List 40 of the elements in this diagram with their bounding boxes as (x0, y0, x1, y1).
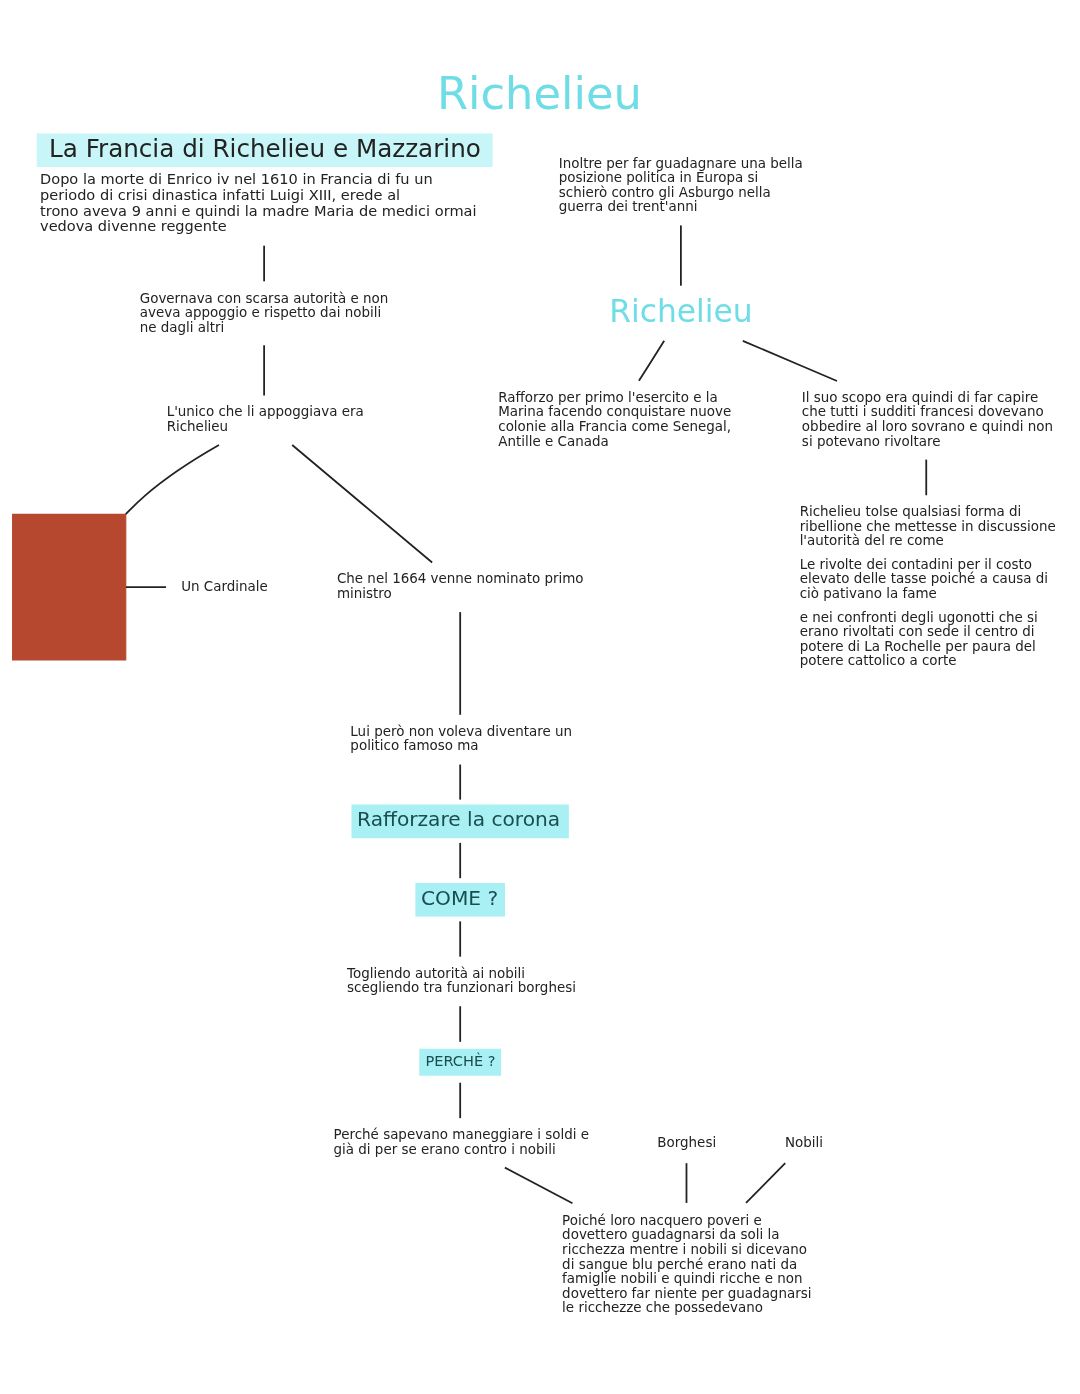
connector (291, 444, 434, 564)
connector (741, 339, 838, 382)
connector (925, 458, 928, 497)
connector (638, 339, 666, 382)
node-text: Un Cardinale (181, 579, 268, 595)
connector (680, 224, 682, 287)
connector (504, 1166, 574, 1205)
node-text: Richelieu (609, 292, 753, 329)
node-text: Poiché loro nacquero poveri e dovettero guadagnarsi da soli la ricchezza mentre i nobili si dicevano di sangue blu perché erano nati da famiglie nobili e quindi ricche e non dovettero far niente per guadagnarsi le ricchezze che possedevano (562, 1212, 812, 1316)
node-text: Rafforzo per primo l'esercito e la Marina facendo conquistare nuove colonie alla Francia come Senegal, Antille e Canada (498, 389, 732, 449)
node-text: Perché sapevano maneggiare i soldi e già di per se erano contro i nobili (333, 1127, 590, 1157)
node-box: La Francia di Richelieu e Mazzarino (36, 133, 493, 168)
connector (459, 611, 462, 716)
connector (263, 344, 265, 397)
diagram-title: Richelieu (436, 66, 642, 120)
node-text: Borghesi (657, 1134, 717, 1150)
node-text: Richelieu tolse qualsiasi forma di ribellione che mettesse in discussione l'autorità del re come Le rivolte dei contadini per il costo elevato delle tasse poiché a causa di ciò pativano la fame e nei confronti degli ugonotti che si erano rivoltati con sede il centro di potere di La Rochelle per paura del potere cattolico a corte (799, 504, 1056, 669)
node-box: COME ? (415, 883, 505, 917)
node-box (12, 513, 127, 661)
node-text: Il suo scopo era quindi di far capire che tutti i sudditi francesi dovevano obbedire al loro sovrano e quindi non si potevano rivoltare (801, 389, 1053, 449)
node-text: Governava con scarsa autorità e non aveva appoggio e rispetto dai nobili ne dagli altri (139, 290, 389, 335)
connector (459, 1005, 462, 1043)
node-text: Inoltre per far guadagnare una bella posizione politica in Europa si schierò contro gli Asburgo nella guerra dei trent'anni (558, 155, 803, 215)
connector (459, 1081, 462, 1120)
connector (745, 1162, 787, 1204)
connector (459, 842, 462, 880)
connector (124, 444, 220, 516)
connector (459, 920, 462, 958)
node-text: Togliendo autorità ai nobili scegliendo tra funzionari borghesi (347, 965, 576, 996)
connector (459, 763, 462, 801)
node-text: L'unico che li appoggiava era Richelieu (166, 404, 364, 435)
node-text: Nobili (785, 1134, 824, 1150)
connector (263, 244, 265, 283)
connector (685, 1162, 688, 1204)
node-text: Che nel 1664 venne nominato primo ministro (336, 571, 584, 601)
node-box: Rafforzare la corona (351, 804, 569, 839)
node-text: Lui però non voleva diventare un politico famoso ma (350, 723, 573, 754)
node-box: PERCHÈ ? (419, 1048, 502, 1076)
node-label: Dopo la morte di Enrico iv nel 1610 in Francia di fu un periodo di crisi dinastica infatti Luigi XIII, erede al trono aveva 9 anni e quindi la madre Maria de medici ormai vedova divenne reggente (40, 170, 477, 235)
connector (125, 586, 167, 589)
